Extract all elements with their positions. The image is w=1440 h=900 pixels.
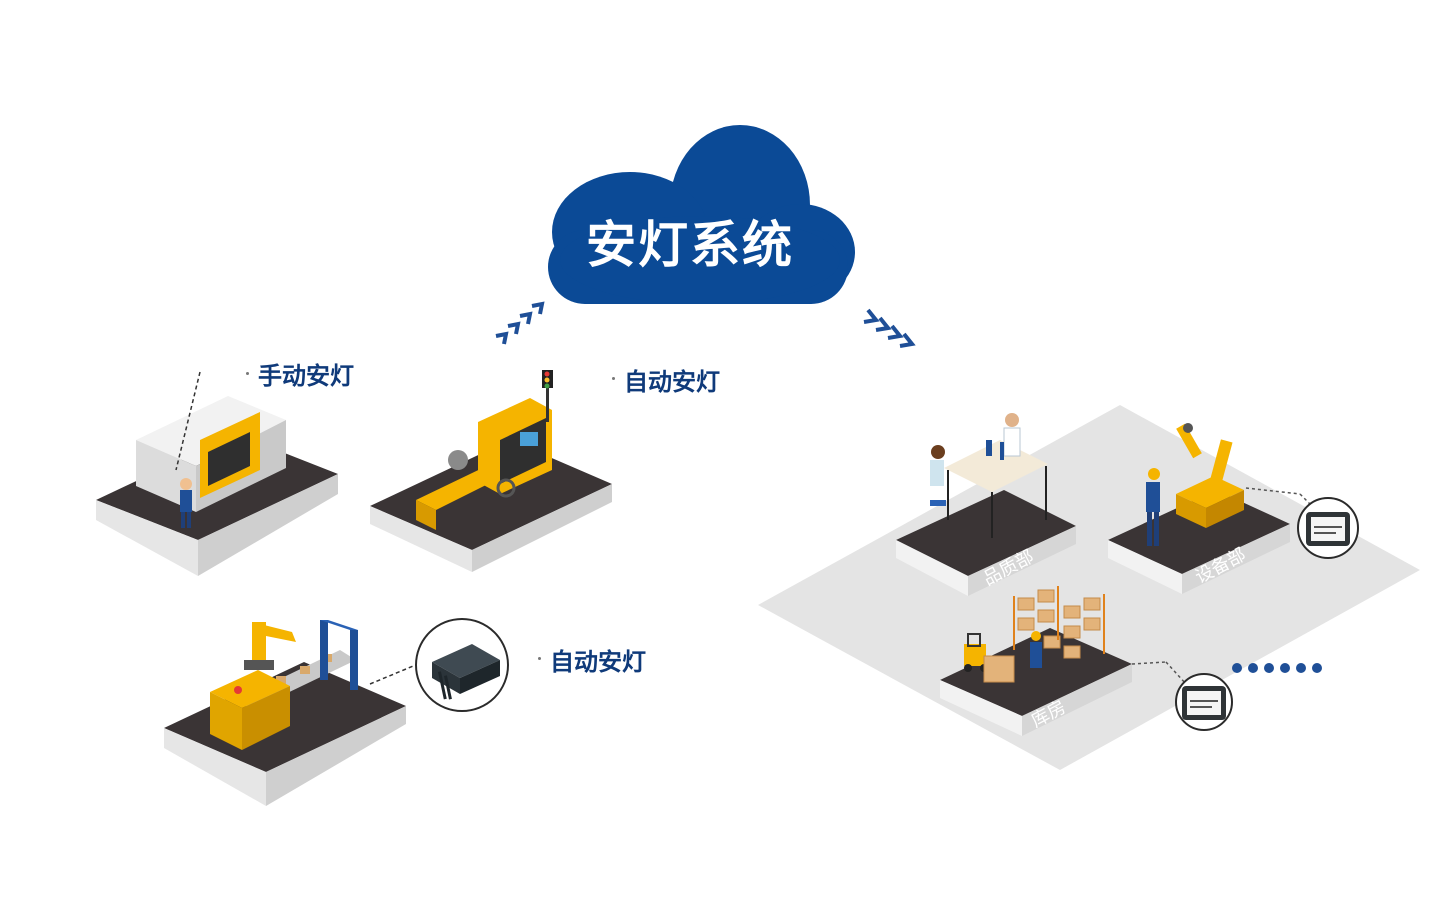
- auto-andon-top-leader-dot: [612, 377, 615, 380]
- manual-andon-label: 手动安灯: [258, 362, 354, 390]
- uplink-arrow-icon: [495, 301, 545, 345]
- cloud-title: 安灯系统: [586, 216, 794, 274]
- platform-equipment-dept: [1108, 423, 1313, 594]
- auto-andon-bottom-leader-dot: [538, 657, 541, 660]
- platform-warehouse: [940, 586, 1187, 736]
- cloud-shape: [548, 125, 855, 304]
- platform-manual-andon: [96, 371, 338, 576]
- auto-andon-bottom-label: 自动安灯: [550, 648, 646, 676]
- manual-andon-leader-dot: [246, 372, 249, 375]
- downlink-arrow-icon: [863, 308, 916, 348]
- auto-andon-top-label: 自动安灯: [624, 368, 720, 396]
- platform-quality-dept: [896, 413, 1076, 596]
- factory-floor: [758, 405, 1420, 770]
- platform-auto-andon-lathe: [370, 370, 612, 572]
- gateway-device-icon: [415, 618, 509, 712]
- more-dots-icon: [1232, 663, 1322, 673]
- andon-terminal-equipment-icon: [1297, 497, 1359, 559]
- andon-terminal-warehouse-icon: [1175, 673, 1233, 731]
- platform-auto-andon-assembly: [164, 620, 419, 806]
